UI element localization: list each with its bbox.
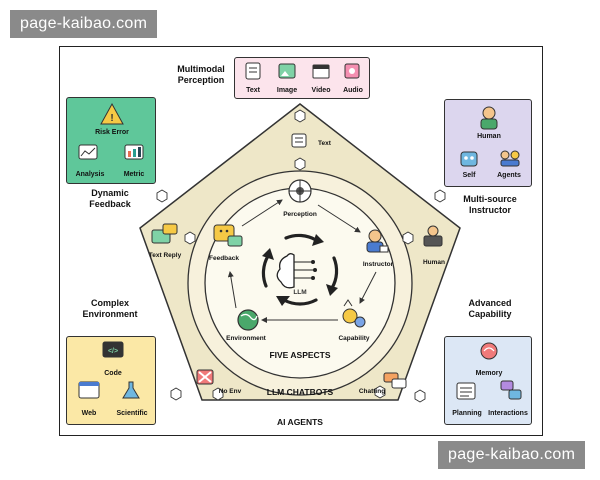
text-icon [245,62,261,80]
feedback-icon [213,224,243,247]
ai-agents-title: AI AGENTS [277,417,323,427]
ring-text-reply-icon [151,223,178,244]
llm-label: LLM [293,289,306,296]
advanced-capability-label: Advanced Capability [468,298,512,320]
box-capability-planning: Planning [452,410,482,417]
planning-icon [456,382,476,400]
box-feedback-analysis: Analysis [75,171,105,178]
memory-icon [480,342,498,360]
multi-source-instructor-box: Human Self Agents [444,99,532,187]
ring-text-reply-label: Text Reply [148,252,182,259]
advanced-capability-box: Memory Planning Interactions [444,336,532,425]
box-feedback-risk: Risk Error [95,129,129,136]
agents-icon [500,150,520,167]
arrow-instructor-capability [359,271,377,304]
llm-brain-icon [276,253,317,289]
warning-icon: ! [100,102,124,125]
ring-human-icon [423,225,443,247]
multimodal-perception-box: Text Image Video Audio [234,57,370,99]
arrow-feedback-perception [241,199,283,227]
capability-label: Capability [338,335,369,342]
web-icon [78,381,100,399]
complex-environment-box: </> Code Web Scientific [66,336,156,425]
ring-no-env-label: No Env [219,388,242,395]
perception-icon [288,179,312,203]
perception-label: Perception [283,211,317,218]
image-icon [278,63,296,79]
box-perception-text: Text [246,87,260,94]
code-icon: </> [102,341,124,358]
box-environment-code: Code [104,370,122,377]
box-capability-memory: Memory [475,370,503,377]
audio-icon [344,63,360,79]
complex-environment-label: Complex Environment [82,298,138,320]
ring-chatting-label: Chatting [359,388,385,395]
box-instructor-human: Human [477,133,501,140]
box-perception-image: Image [276,87,298,94]
five-aspects-title: FIVE ASPECTS [269,350,330,360]
environment-icon [237,309,259,331]
environment-label: Environment [226,335,267,342]
ring-no-env-icon [196,369,214,385]
instructor-label: Instructor [363,261,394,268]
box-feedback-metric: Metric [123,171,145,178]
ring-text-label: Text [318,140,332,147]
box-perception-video: Video [311,87,331,94]
box-environment-web: Web [81,410,97,417]
multimodal-perception-label: Multimodal Perception [177,64,225,86]
feedback-label: Feedback [209,255,239,262]
multi-source-instructor-label: Multi-source Instructor [463,194,517,216]
instructor-icon [366,229,389,253]
arrow-environment-feedback [227,271,237,309]
box-environment-scientific: Scientific [116,410,148,417]
ring-chatting-icon [383,372,407,389]
arrow-perception-instructor [317,204,361,233]
robot-icon [460,151,478,167]
watermark-bottom: page-kaibao.com [438,441,586,469]
ring-human-label: Human [423,259,445,266]
watermark-top: page-kaibao.com [10,10,158,38]
scientific-icon [122,381,140,399]
metric-icon [124,144,144,160]
dynamic-feedback-box: ! Risk Error Analysis Metric [66,97,156,184]
dynamic-feedback-label: Dynamic Feedback [89,188,131,210]
connector-hexagons [156,109,446,403]
ring-text-icon [291,133,307,148]
human-icon [480,106,498,130]
video-icon [312,64,330,79]
svg-text:</>: </> [108,348,118,355]
box-instructor-agents: Agents [497,172,521,179]
analysis-icon [78,144,98,160]
llm-chatbots-title: LLM CHATBOTS [267,387,334,397]
box-capability-interactions: Interactions [488,410,528,417]
box-instructor-self: Self [462,172,476,179]
capability-icon [342,299,366,328]
box-perception-audio: Audio [343,87,363,94]
interactions-icon [500,380,522,400]
llm-cycle-arrows [261,233,339,306]
svg-text:!: ! [110,113,113,124]
